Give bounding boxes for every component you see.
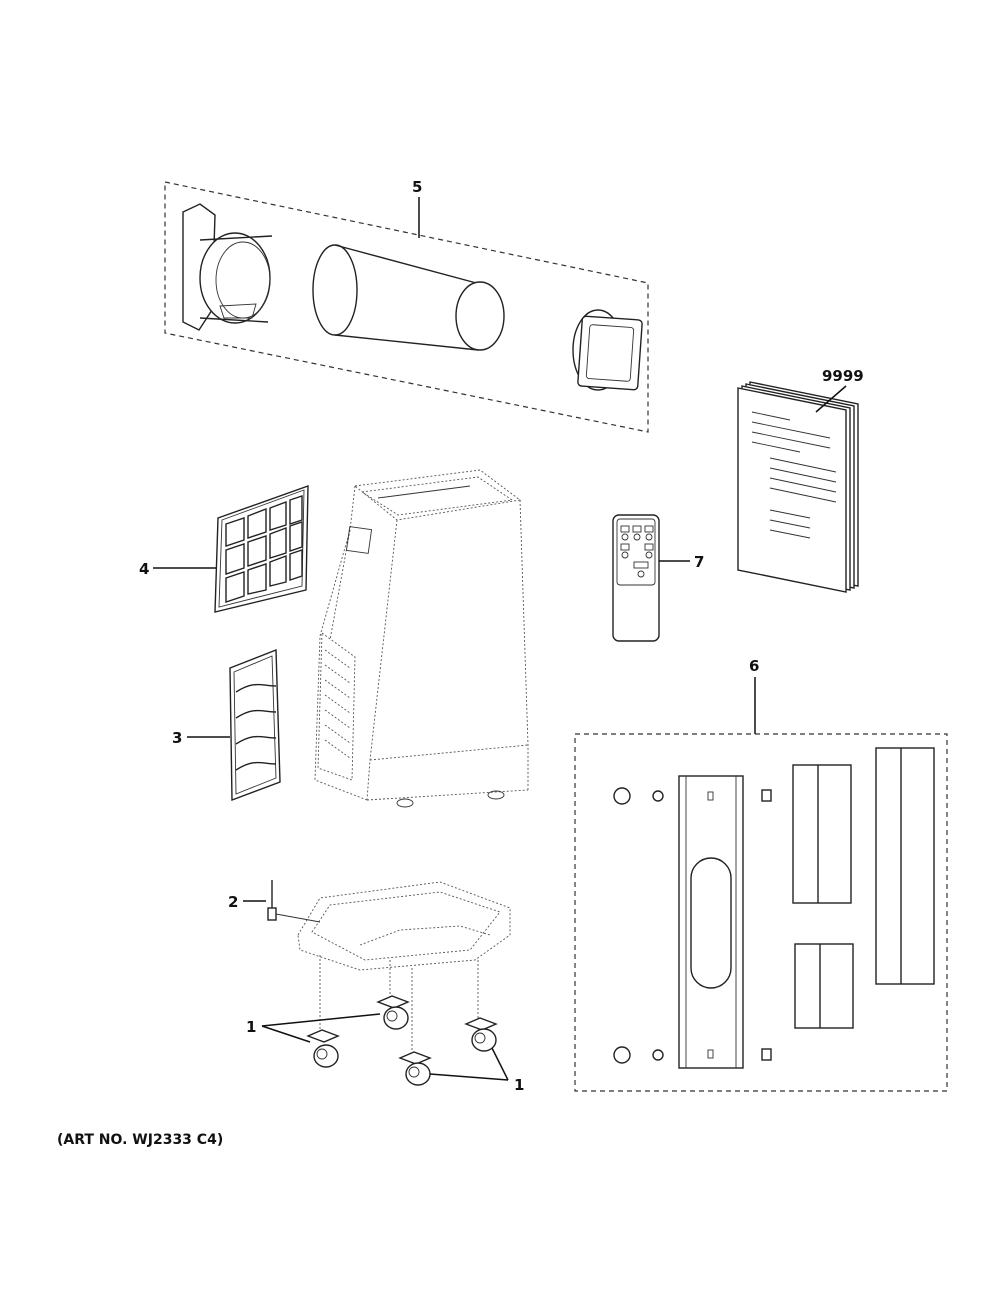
filter-group: 4	[139, 485, 309, 613]
window-adapter	[182, 203, 273, 331]
base-group: 2	[228, 880, 511, 971]
main-unit	[314, 469, 529, 808]
casters-right-leader-a	[429, 1073, 509, 1081]
callout-casters-left: 1	[246, 1018, 256, 1036]
casters-right-leader-b	[491, 1047, 509, 1081]
casters-group: 1 1	[246, 955, 524, 1094]
remote-group: 7	[612, 514, 704, 642]
caster	[376, 995, 410, 1030]
casters-left-leader-b	[261, 1025, 311, 1043]
exhaust-hose	[312, 244, 505, 351]
callout-casters-right: 1	[514, 1076, 524, 1094]
vent-kit-group: 5	[164, 178, 649, 433]
caster	[306, 1029, 340, 1068]
manual-leader	[815, 385, 847, 413]
casters-left-leader-a	[261, 1013, 381, 1027]
callout-remote: 7	[694, 553, 704, 571]
callout-side-filter: 3	[172, 729, 182, 747]
manual-text-lines	[751, 411, 837, 539]
side-filter-group: 3	[172, 648, 281, 802]
window-kit-group: 6	[574, 657, 948, 1092]
callout-manual: 9999	[822, 367, 864, 385]
callout-window-kit: 6	[749, 657, 759, 675]
callout-vent-kit: 5	[412, 178, 422, 196]
callout-hose-part: 2	[228, 893, 238, 911]
manual-group: 9999	[737, 367, 864, 593]
caster	[464, 1017, 498, 1052]
window-kit-dashed-box	[574, 733, 948, 1092]
art-number: (ART NO. WJ2333 C4)	[57, 1132, 223, 1148]
callout-filter: 4	[139, 560, 149, 578]
caster	[398, 1051, 432, 1086]
vent-kit-dashed-box	[164, 181, 649, 433]
outlet-adapter	[572, 309, 643, 391]
